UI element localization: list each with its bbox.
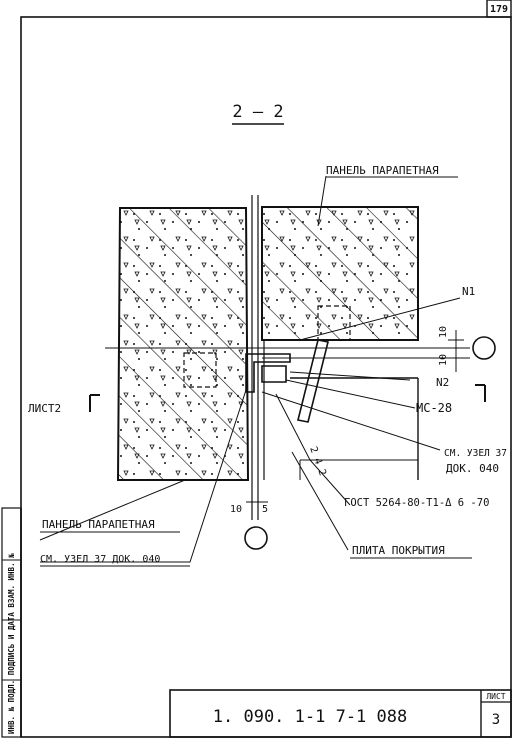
- dim-10: 10: [230, 504, 242, 515]
- sheet-label: ЛИСТ: [486, 692, 505, 701]
- label-angle-spec: 2 4 2: [307, 445, 328, 477]
- label-gost: ГОСТ 5264-80-Т1-Δ 6 -70: [344, 497, 489, 509]
- label-mc28: МС-28: [416, 401, 452, 415]
- dim-5: 5: [262, 504, 268, 515]
- leader-lines: [39, 175, 461, 563]
- dim-10-lower: 10: [438, 354, 449, 366]
- section-title: 2 — 2: [232, 102, 283, 122]
- page-number-box: 179: [486, 0, 512, 18]
- document-code: 1. 090. 1-1 7-1 088: [213, 707, 407, 727]
- dimension-right: [448, 330, 464, 372]
- label-roof-slab: ПЛИТА ПОКРЫТИЯ: [352, 544, 445, 557]
- dim-10-vertical: 10: [438, 326, 449, 338]
- cut-marker-left: [89, 394, 100, 412]
- label-n1: N1: [462, 285, 475, 298]
- label-panel-parapet-bottom: ПАНЕЛЬ ПАРАПЕТНАЯ: [42, 518, 155, 531]
- label-see-node-right-1: СМ. УЗЕЛ 37: [444, 448, 507, 459]
- right-parapet-panel: [261, 206, 419, 341]
- label-see-node-right-2: ДОК. 040: [446, 462, 499, 475]
- label-sheet2-ref: ЛИСТ2: [28, 402, 61, 415]
- detail-circle-bottom: [244, 526, 268, 550]
- embedded-part-upper: [317, 305, 351, 341]
- cut-marker-right: [475, 384, 486, 402]
- label-n2: N2: [436, 376, 449, 389]
- page-number: 179: [490, 4, 508, 15]
- side-stamp: ИНВ. № ПОДЛ. ПОДПИСЬ И ДАТА ВЗАМ. ИНВ. №: [7, 553, 16, 734]
- sheet-number: 3: [492, 712, 500, 728]
- vertical-joint: [251, 195, 265, 520]
- title-block: ЛИСТ 3 1. 090. 1-1 7-1 088: [169, 689, 512, 738]
- steel-connection: [245, 339, 329, 423]
- detail-circle-right: [472, 336, 496, 360]
- label-panel-parapet-top: ПАНЕЛЬ ПАРАПЕТНАЯ: [326, 164, 439, 177]
- embedded-part-lower: [183, 352, 217, 388]
- lower-panel-outline: [290, 377, 419, 480]
- sheet-frame: [1, 16, 512, 738]
- left-parapet-panel: [116, 207, 250, 481]
- label-see-node-left: СМ. УЗЕЛ 37 ДОК. 040: [40, 554, 160, 565]
